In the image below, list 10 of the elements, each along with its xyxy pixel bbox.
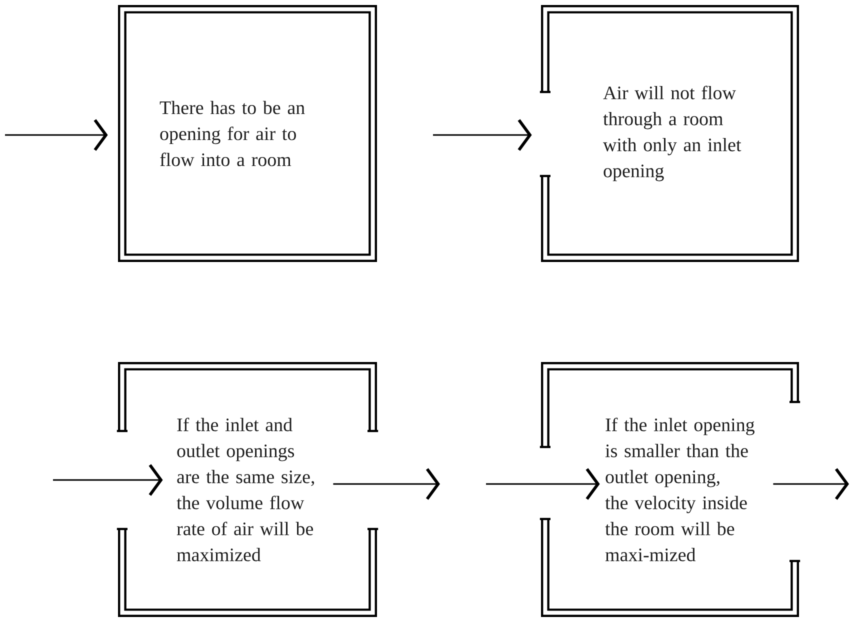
- room: If the inlet opening is smaller than the outlet opening, the velocity inside the room will be maxi-mized: [540, 362, 800, 617]
- arrow: [53, 464, 163, 496]
- room: There has to be an opening for air to flow into a room: [118, 5, 377, 262]
- arrow: [486, 468, 600, 500]
- room: Air will not flow through a room with only an inlet opening: [540, 5, 799, 262]
- arrow: [773, 468, 849, 500]
- room: If the inlet and outlet openings are the same size, the volume flow rate of air will be maximized: [116, 362, 378, 617]
- arrow: [433, 119, 532, 151]
- arrow: [333, 468, 440, 500]
- arrow: [5, 119, 108, 151]
